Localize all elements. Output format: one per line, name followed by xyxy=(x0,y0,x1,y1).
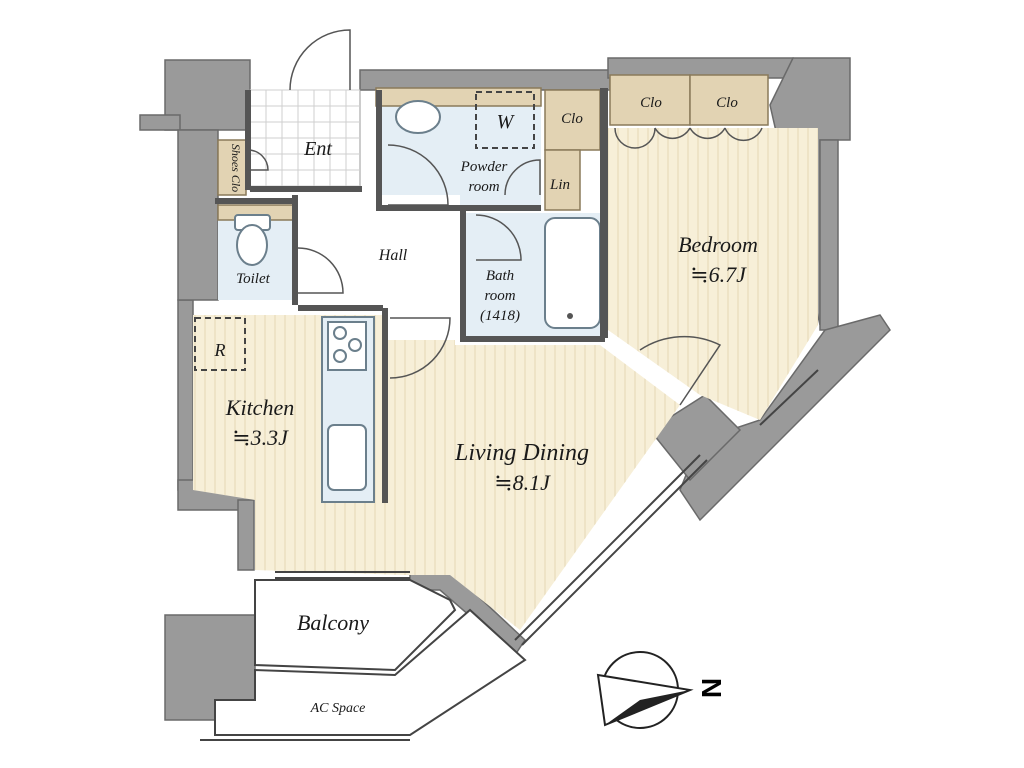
wall-right-diagonal xyxy=(679,314,891,522)
balcony-outline xyxy=(254,579,457,672)
label-bedroom-size: ≒6.7J xyxy=(690,262,747,287)
fixtures xyxy=(194,91,601,503)
wall-bedroom-left xyxy=(600,88,608,338)
bedroom-closet-right xyxy=(689,74,769,126)
wall-toilet-top xyxy=(215,198,295,204)
bedroom-floor xyxy=(608,128,818,420)
label-kitchen: Kitchen xyxy=(225,395,294,420)
bedroom-closet-left xyxy=(609,74,691,126)
wall-bath-left xyxy=(460,210,466,340)
wall-top xyxy=(359,69,611,91)
compass xyxy=(596,651,694,729)
interior-walls xyxy=(215,88,608,503)
label-bath-1: Bath xyxy=(486,268,514,284)
toilet-door xyxy=(297,247,344,294)
label-toilet: Toilet xyxy=(236,271,270,287)
washer-space xyxy=(475,91,535,149)
labels: Ent Shoes Clo Toilet Hall W Powder room … xyxy=(214,95,758,716)
label-bath-3: (1418) xyxy=(480,308,520,324)
drain-icon xyxy=(567,313,573,319)
wall-bath-bottom xyxy=(460,336,605,342)
label-bedroom-closet-1: Clo xyxy=(640,95,662,111)
bedroom-door xyxy=(639,335,722,406)
wall-powder-bottom xyxy=(376,205,541,211)
toilet-bowl xyxy=(236,224,268,266)
shoes-door xyxy=(247,149,269,171)
window-diagonal xyxy=(514,454,701,641)
label-bedroom-closet-2: Clo xyxy=(716,95,738,111)
closet-door xyxy=(614,127,656,149)
label-living-dining-size: ≒8.1J xyxy=(494,470,551,495)
balcony xyxy=(200,579,527,741)
wall-powder-left xyxy=(376,90,382,210)
wall-left-kitchen-lower xyxy=(237,499,255,571)
ac-space-outline xyxy=(214,608,527,736)
closet-hall xyxy=(544,89,601,151)
label-powder-2: room xyxy=(468,179,499,195)
label-hall: Hall xyxy=(378,247,408,264)
label-washer: W xyxy=(497,111,516,133)
wall-hall-bottom xyxy=(298,305,383,311)
label-entrance: Ent xyxy=(303,138,332,160)
linen-door xyxy=(504,159,541,196)
hall-door xyxy=(389,317,451,379)
label-ac-space: AC Space xyxy=(310,701,366,716)
washbasin xyxy=(395,100,441,134)
powder-door xyxy=(387,144,449,206)
burner-icon xyxy=(333,349,347,363)
wall-left-upper xyxy=(177,129,219,301)
label-refrigerator: R xyxy=(214,340,226,360)
wall-right-column xyxy=(819,139,839,331)
kitchen-sink xyxy=(327,424,367,491)
label-bath-2: room xyxy=(484,288,515,304)
label-living-dining: Living Dining xyxy=(454,440,589,466)
wall-kitchen-right xyxy=(382,308,388,503)
label-shoes-closet: Shoes Clo xyxy=(229,144,243,192)
burner-icon xyxy=(333,326,347,340)
bathtub xyxy=(544,217,601,329)
label-closet: Clo xyxy=(561,111,583,127)
wall-left xyxy=(177,299,194,491)
windows xyxy=(275,369,819,646)
label-powder-1: Powder xyxy=(460,159,508,175)
shoes-closet xyxy=(217,139,247,196)
label-bedroom: Bedroom xyxy=(678,232,758,257)
label-north: N xyxy=(696,678,727,698)
wall-entrance-bottom xyxy=(250,186,362,192)
entrance-door xyxy=(289,29,351,91)
refrigerator-space xyxy=(194,317,246,371)
label-kitchen-size: ≒3.3J xyxy=(232,425,289,450)
closet-door xyxy=(689,127,726,140)
wall-stub-left xyxy=(139,114,181,131)
wall-hall-left xyxy=(292,195,298,305)
label-linen: Lin xyxy=(549,177,570,193)
powder-shelf xyxy=(375,87,542,107)
doors xyxy=(247,29,763,406)
closet-door xyxy=(724,127,763,142)
column-center-right xyxy=(648,394,742,482)
stripe-group xyxy=(608,128,818,420)
compass-needle-fill xyxy=(605,690,690,725)
linen-closet xyxy=(544,149,581,211)
closet-door xyxy=(654,127,691,140)
burner-icon xyxy=(348,338,362,352)
hall-floor xyxy=(295,195,460,305)
label-balcony: Balcony xyxy=(297,610,369,635)
window-bedroom xyxy=(759,369,819,426)
bath-door xyxy=(475,214,522,261)
window-diagonal-inner xyxy=(521,459,708,646)
wall-entrance-left xyxy=(245,90,251,190)
